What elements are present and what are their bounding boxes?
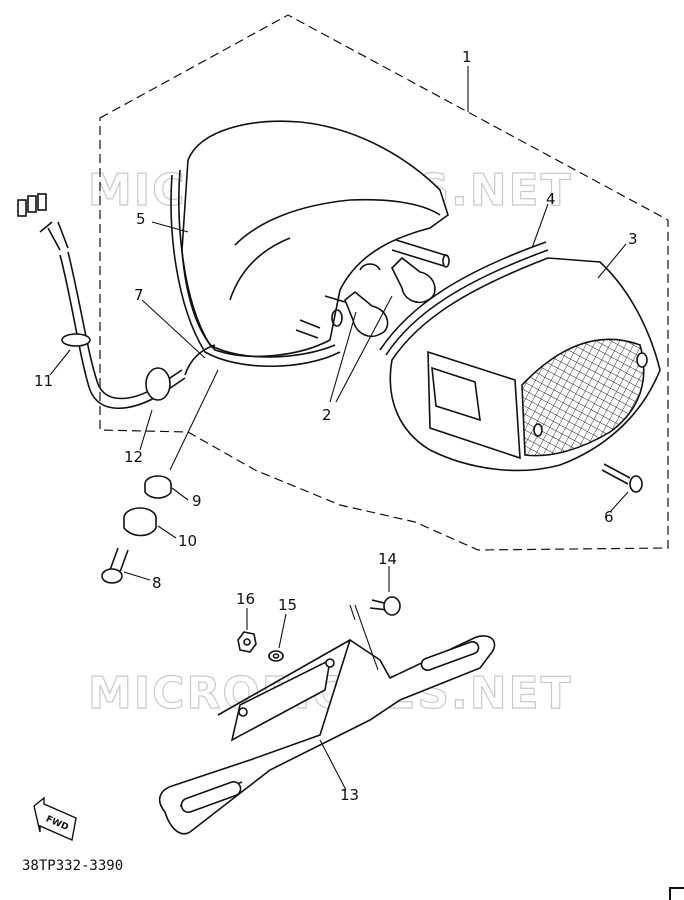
- corner-mark: [669, 887, 684, 900]
- damper-10: [123, 507, 157, 537]
- leader-lines: [49, 66, 629, 791]
- license-bracket: [158, 635, 496, 835]
- callout-9: 9: [192, 492, 202, 510]
- bolt-8: [101, 547, 129, 584]
- callout-5: 5: [136, 210, 146, 228]
- part-code: 38TP332-3390: [22, 858, 124, 874]
- tail-light-housing: [170, 120, 450, 368]
- callout-2: 2: [322, 406, 332, 424]
- callout-4: 4: [546, 190, 556, 208]
- callout-12: 12: [124, 448, 143, 466]
- callout-8: 8: [152, 574, 162, 592]
- nut-16: [237, 631, 257, 653]
- assembly-boundary: [99, 14, 669, 551]
- callout-14: 14: [378, 550, 397, 568]
- callout-3: 3: [628, 230, 638, 248]
- callout-15: 15: [278, 596, 297, 614]
- washer-15: [268, 650, 284, 662]
- callout-7: 7: [134, 286, 144, 304]
- fwd-arrow-icon: FWD: [33, 796, 77, 841]
- collar-9: [144, 475, 172, 499]
- wire-harness: [17, 193, 216, 410]
- callout-10: 10: [178, 532, 197, 550]
- screw-6: [601, 463, 643, 493]
- bolt-14: [369, 596, 401, 616]
- tail-light-lens: [379, 241, 661, 472]
- callout-16: 16: [236, 590, 255, 608]
- callout-6: 6: [604, 508, 614, 526]
- callout-1: 1: [462, 48, 472, 66]
- callout-11: 11: [34, 372, 53, 390]
- callout-13: 13: [340, 786, 359, 804]
